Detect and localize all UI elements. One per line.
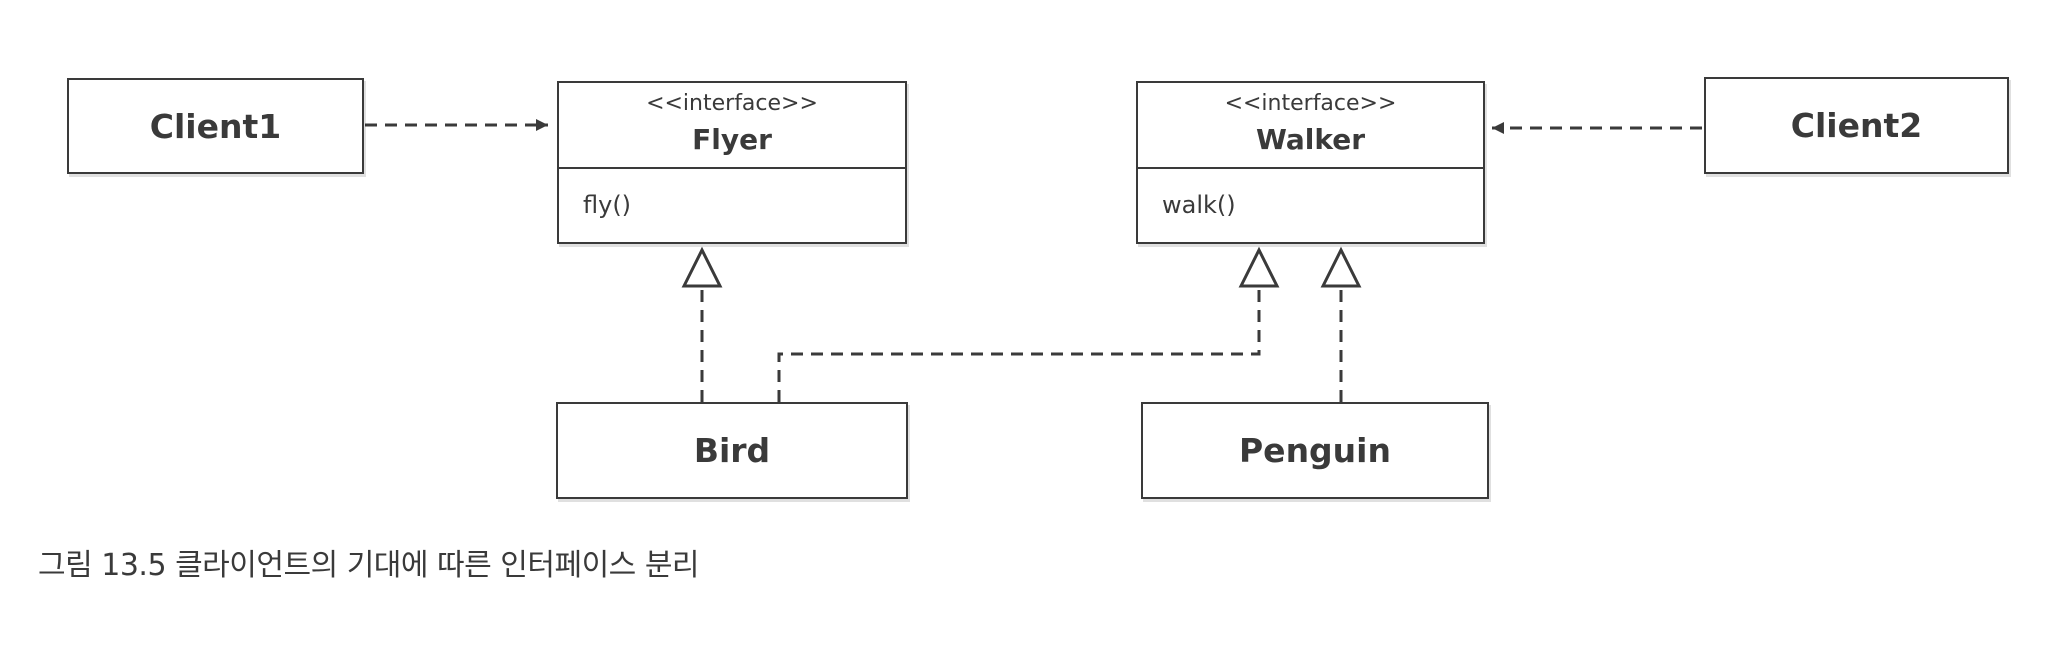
realization-triangle-flyer [681, 246, 723, 288]
class-client2-name: Client2 [1790, 106, 1923, 145]
figure-caption: 그림 13.5 클라이언트의 기대에 따른 인터페이스 분리 [38, 548, 700, 583]
interface-walker: <<interface>> Walker walk() [1136, 81, 1485, 244]
realization-triangle-walker-penguin [1320, 246, 1362, 288]
class-client2: Client2 [1704, 77, 2009, 174]
interface-flyer: <<interface>> Flyer fly() [557, 81, 907, 244]
interface-walker-name: Walker [1255, 123, 1366, 156]
realization-triangle-walker-bird [1238, 246, 1280, 288]
interface-flyer-name: Flyer [692, 123, 772, 156]
realization-bird-walker [777, 286, 1261, 402]
interface-flyer-stereotype: <<interface>> [646, 91, 818, 116]
interface-walker-method: walk() [1162, 191, 1236, 219]
interface-walker-stereotype: <<interface>> [1224, 91, 1397, 116]
class-penguin-name: Penguin [1239, 431, 1391, 470]
class-client1-name: Client1 [149, 106, 282, 146]
class-penguin: Penguin [1141, 402, 1489, 499]
interface-flyer-header: <<interface>> Flyer [559, 83, 905, 169]
class-client1: Client1 [67, 78, 364, 174]
interface-flyer-method: fly() [583, 191, 632, 219]
class-bird-name: Bird [693, 431, 771, 470]
interface-walker-header: <<interface>> Walker [1138, 83, 1483, 169]
class-bird: Bird [556, 402, 908, 499]
